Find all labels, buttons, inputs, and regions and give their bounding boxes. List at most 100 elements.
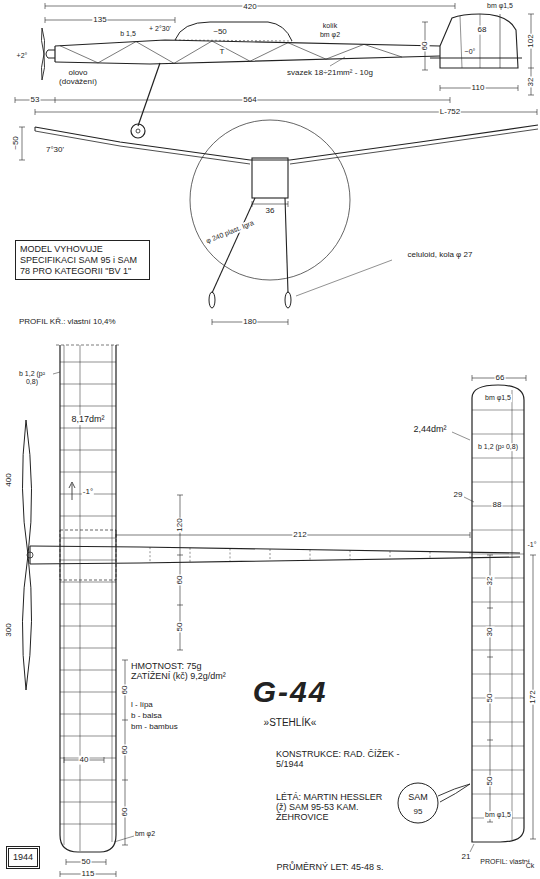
dimension-label: PROFIL: vlastní xyxy=(479,858,531,866)
dimension-label: 102 xyxy=(527,33,536,48)
dimension-label: 7°30' xyxy=(45,146,65,155)
drawing-line xyxy=(112,345,113,842)
drawing-line xyxy=(60,736,116,737)
drawing-line xyxy=(470,552,471,558)
drawing-line xyxy=(60,582,116,583)
dimension-label: 66 xyxy=(495,374,506,383)
drawing-line xyxy=(60,384,116,385)
drawing-circle xyxy=(27,552,33,558)
drawing-line xyxy=(422,70,428,71)
drawing-line xyxy=(350,550,351,559)
drawing-line xyxy=(64,345,65,845)
drawing-line xyxy=(15,100,450,101)
drawing-line xyxy=(106,859,107,865)
drawing-line xyxy=(30,546,520,553)
dimension-label: ~50 xyxy=(212,28,228,37)
drawing-circle xyxy=(190,120,350,280)
dimension-label: 50 xyxy=(486,693,495,704)
drawing-line xyxy=(288,201,289,207)
dimension-label: bm φ1,5 xyxy=(484,394,512,402)
drawing-line xyxy=(114,836,134,842)
drawing-line xyxy=(440,14,518,68)
drawing-line xyxy=(177,650,183,651)
drawing-line xyxy=(45,17,46,23)
drawing-line xyxy=(285,198,288,293)
drawing-line xyxy=(330,57,345,66)
drawing-line xyxy=(430,57,522,58)
drawing-line xyxy=(45,20,175,21)
node-text: 1944 xyxy=(13,852,33,863)
dimension-label: 110 xyxy=(471,84,486,93)
drawing-line xyxy=(460,16,462,68)
dimension-label: -1° xyxy=(82,488,94,497)
drawing-line xyxy=(35,109,36,115)
drawing-line xyxy=(55,40,440,46)
drawing-line xyxy=(41,28,44,80)
dimension-label: bm φ1,5 xyxy=(486,2,514,10)
dimension-label: T xyxy=(219,48,226,57)
drawing-line xyxy=(472,650,524,651)
drawing-line xyxy=(487,822,493,823)
drawing-line xyxy=(526,375,527,381)
drawing-line xyxy=(60,472,116,473)
wheel xyxy=(285,292,291,308)
dimension-label: 60 xyxy=(121,685,130,696)
drawing-line xyxy=(512,390,513,840)
dimension-label: 29 xyxy=(453,491,464,500)
drawing-line xyxy=(212,198,255,293)
drawing-line xyxy=(69,482,75,488)
drawing-line xyxy=(190,548,191,562)
wing-centre xyxy=(60,530,116,580)
drawing-line xyxy=(35,131,250,164)
drawing-line xyxy=(472,530,524,531)
drawing-line xyxy=(60,714,116,715)
dimension-label: 60 xyxy=(176,575,185,586)
drawing-line xyxy=(472,674,524,675)
dimension-label: 8,17dm² xyxy=(70,415,105,425)
drawing-line xyxy=(35,127,250,160)
drawing-line xyxy=(288,319,289,325)
drawing-line xyxy=(19,160,25,161)
dimension-label: 135 xyxy=(92,16,107,25)
drawing-line xyxy=(55,97,56,103)
note-box: MODEL VYHOVUJE SPECIFIKACI SAM 95 i SAM … xyxy=(15,240,150,280)
drawing-line xyxy=(29,546,30,564)
dimension-label: bm φ2 xyxy=(319,31,341,39)
fuselage-front xyxy=(252,158,288,198)
drawing-line xyxy=(60,692,116,693)
drawing-line xyxy=(472,770,524,771)
drawing-line xyxy=(472,722,524,723)
dimension-label: bm φ1,5 xyxy=(484,811,512,819)
drawing-line xyxy=(528,95,534,96)
drawing-line xyxy=(472,482,524,483)
drawing-line xyxy=(19,127,25,128)
dimension-label: b - balsa xyxy=(130,712,163,721)
drawing-line xyxy=(472,458,524,459)
drawing-line xyxy=(252,201,253,207)
dimension-label: 400 xyxy=(5,472,14,487)
drawing-line xyxy=(296,260,392,296)
drawing-line xyxy=(122,845,128,846)
drawing-line xyxy=(440,85,441,91)
dimension-label: celuloid, kola φ 27 xyxy=(407,251,474,260)
dimension-label: bm - bambus xyxy=(130,723,179,732)
dimension-label: 115 xyxy=(81,870,96,879)
drawing-line xyxy=(472,410,524,411)
dimension-label: kolík xyxy=(322,22,338,30)
drawing-line xyxy=(450,97,451,103)
drawing-line xyxy=(472,626,524,627)
drawing-line xyxy=(212,319,213,325)
drawing-line xyxy=(35,112,537,113)
drawing-line xyxy=(472,794,524,795)
drawing-line xyxy=(487,740,493,741)
drawing-line xyxy=(72,484,73,500)
drawing-line xyxy=(60,538,116,539)
drawing-line xyxy=(60,428,116,429)
drawing-line xyxy=(15,97,16,103)
drawing-line xyxy=(104,757,105,763)
drawing-line xyxy=(537,109,538,115)
drawing-line xyxy=(472,698,524,699)
dimension-label: 50 xyxy=(176,622,185,633)
